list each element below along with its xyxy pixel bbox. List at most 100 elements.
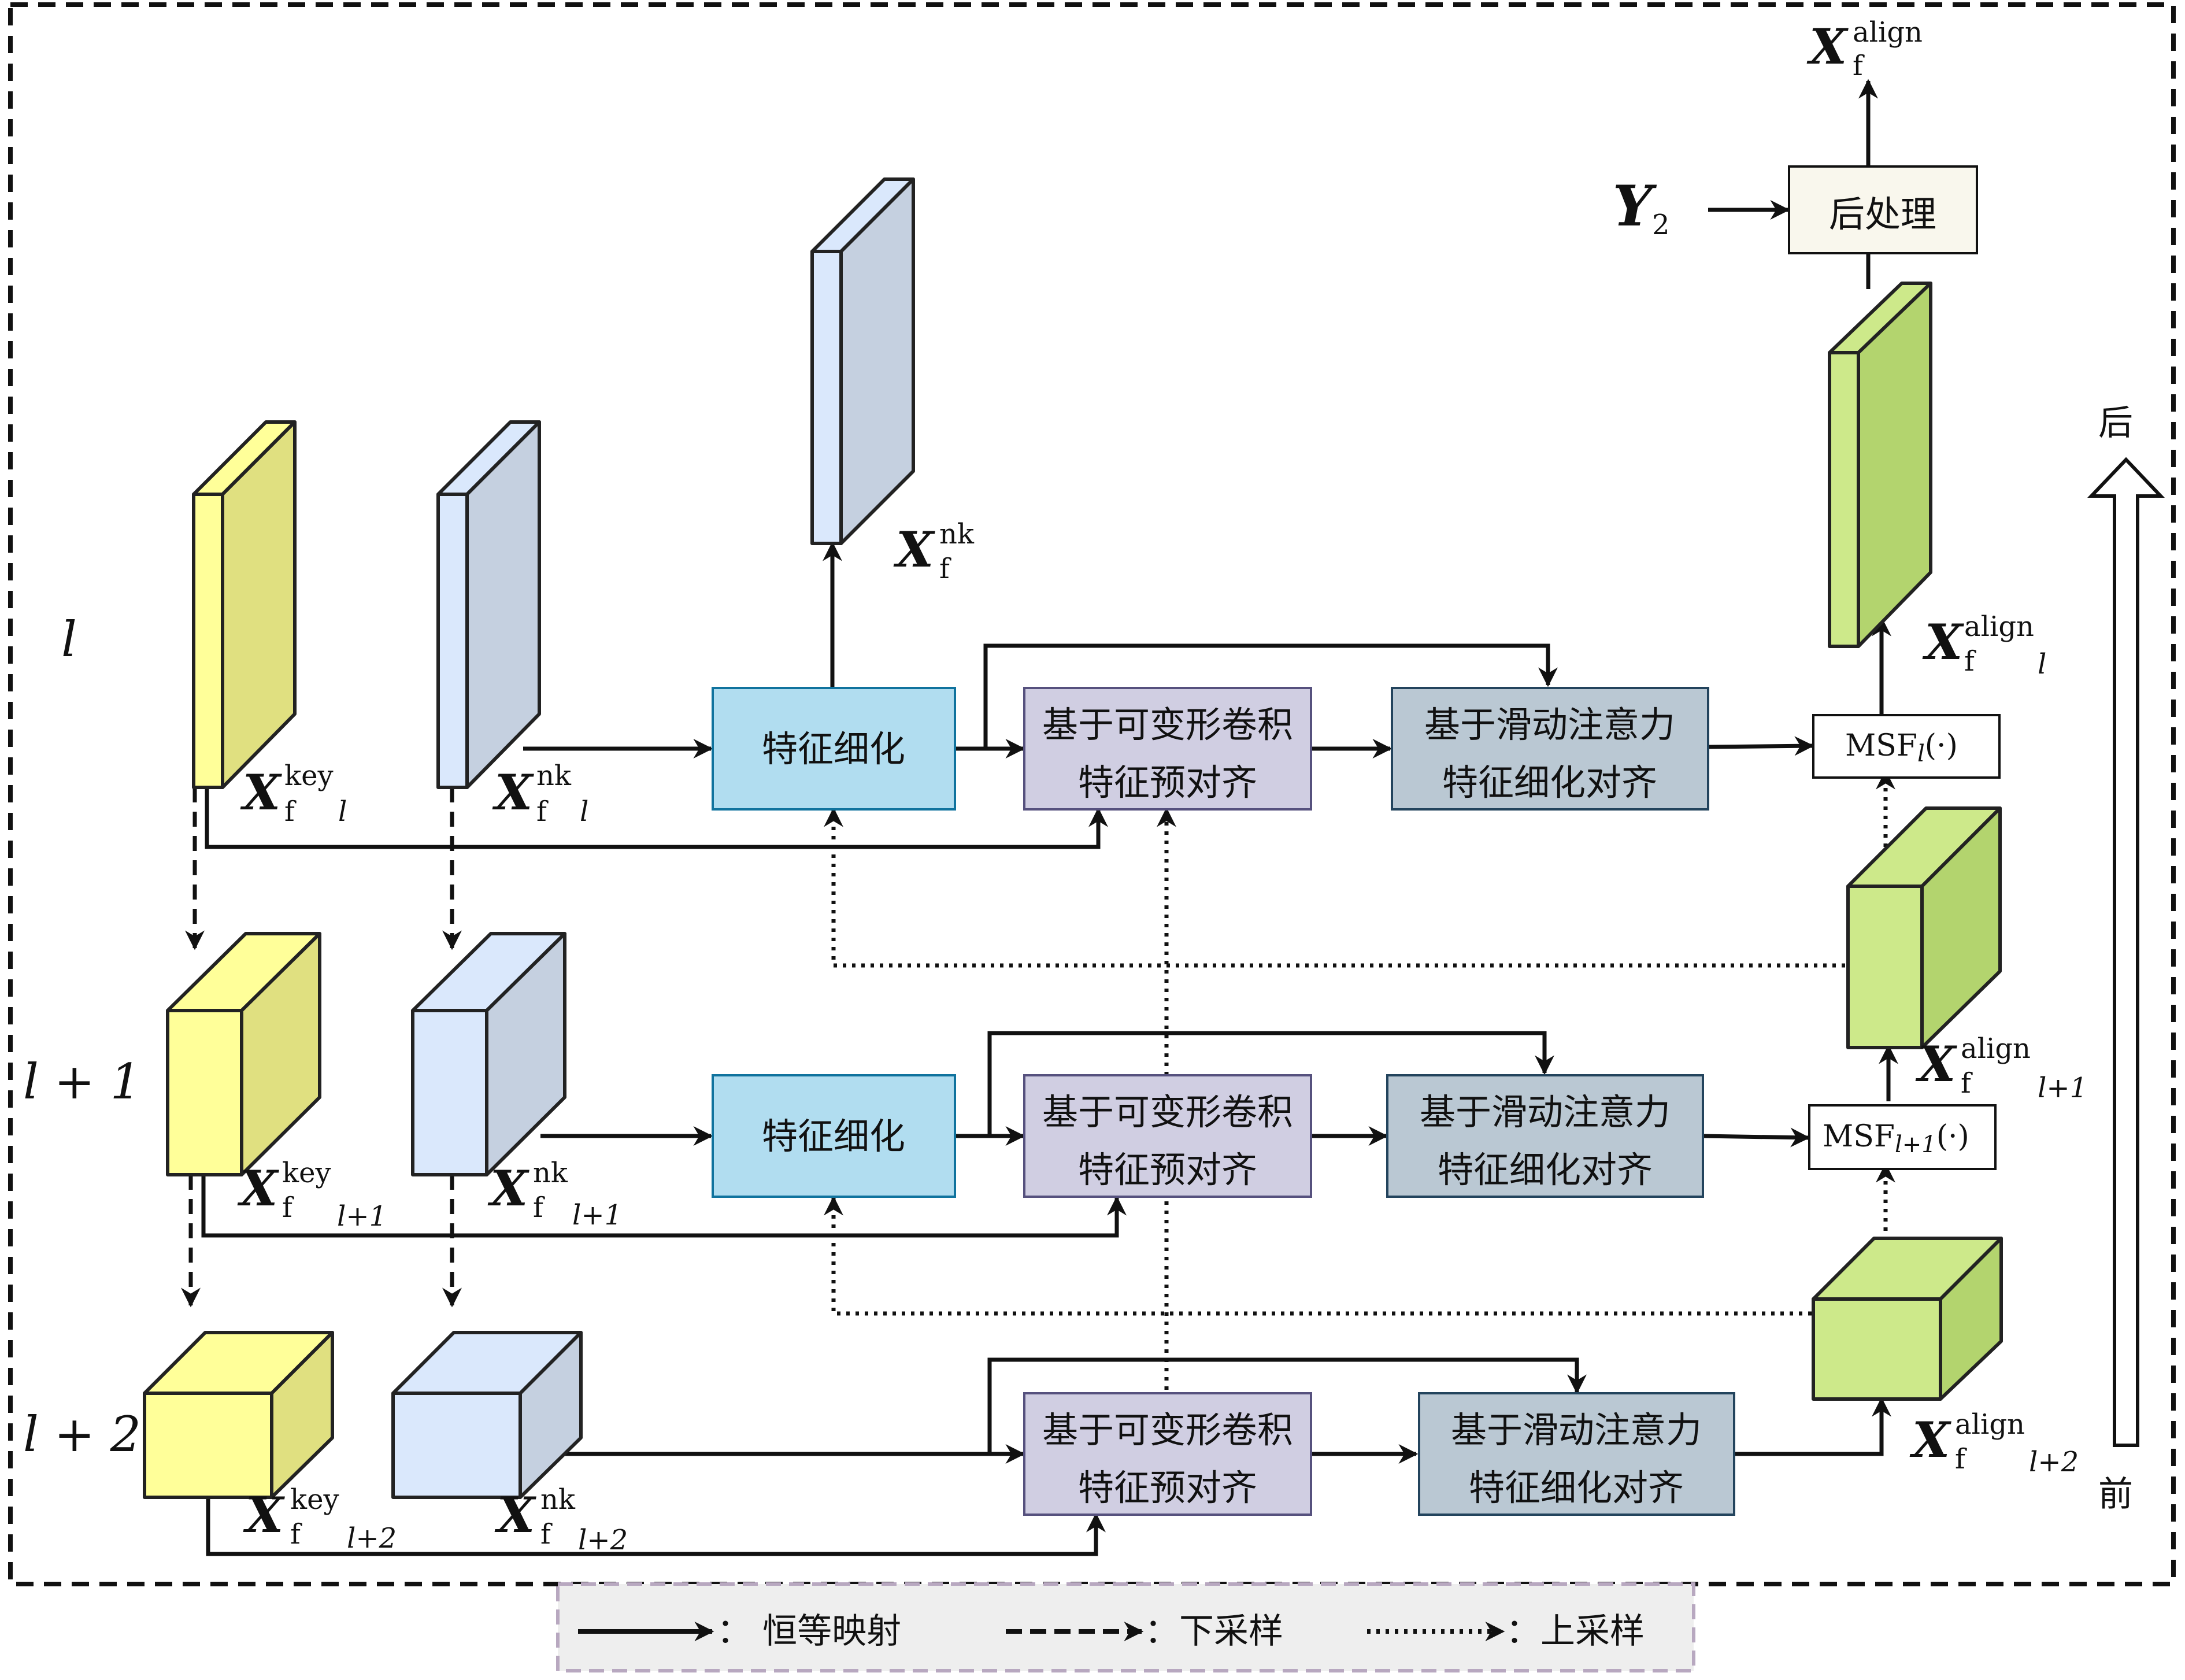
legend-down-label: ：下采样 xyxy=(1145,1611,1283,1652)
svg-text:l+1: l+1 xyxy=(337,1200,387,1233)
slide-box-l2: 基于滑动注意力 特征细化对齐 xyxy=(1418,1392,1735,1516)
svg-text:f: f xyxy=(939,553,951,585)
post-label: 后处理 xyxy=(1829,193,1936,235)
direction-bottom-label: 前 xyxy=(2098,1474,2133,1515)
label-xnk-l1: X nk f l+1 xyxy=(487,1157,622,1231)
slide-box-l1: 基于滑动注意力 特征细化对齐 xyxy=(1386,1074,1704,1198)
svg-text:f: f xyxy=(1853,50,1865,82)
svg-text:l+1: l+1 xyxy=(572,1199,622,1231)
svg-text:X: X xyxy=(1922,613,1964,671)
slide-label-2: 特征细化对齐 xyxy=(1438,1149,1653,1191)
refine-label: 特征细化 xyxy=(762,728,905,770)
svg-text:key: key xyxy=(282,1157,331,1189)
svg-text:2: 2 xyxy=(1652,209,1670,241)
label-xalign-final: X align f xyxy=(1806,16,1923,82)
deform-box-l2: 基于可变形卷积 特征预对齐 xyxy=(1023,1392,1312,1516)
svg-text:nk: nk xyxy=(939,518,975,550)
svg-text:X: X xyxy=(1909,1411,1951,1468)
level-label-l: l xyxy=(61,611,77,668)
slide-label-1: 基于滑动注意力 xyxy=(1424,704,1675,746)
deform-label-2: 特征预对齐 xyxy=(1078,1149,1257,1191)
legend-up-label: ：上采样 xyxy=(1506,1611,1645,1652)
block-key-l1 xyxy=(166,932,321,1176)
msf-box-l1: MSFl+1(·) xyxy=(1808,1104,1997,1170)
svg-text:align: align xyxy=(1955,1408,2025,1441)
svg-text:l+1: l+1 xyxy=(2038,1072,2087,1104)
svg-text:X: X xyxy=(494,1486,536,1544)
level-label-l1: l + 1 xyxy=(23,1053,141,1110)
svg-text:X: X xyxy=(487,1160,529,1217)
msf-box-l: MSFl(·) xyxy=(1812,714,2001,779)
deform-label-2: 特征预对齐 xyxy=(1078,761,1257,804)
label-xnk-l2: X nk f l+2 xyxy=(494,1483,628,1556)
deform-box-l1: 基于可变形卷积 特征预对齐 xyxy=(1023,1074,1312,1198)
block-nk-l2 xyxy=(391,1331,583,1499)
block-nk-refined xyxy=(810,177,915,545)
svg-text:X: X xyxy=(492,764,534,821)
slide-label-2: 特征细化对齐 xyxy=(1442,761,1657,804)
block-align-l2 xyxy=(1812,1237,2003,1401)
svg-text:key: key xyxy=(284,760,334,792)
label-xnk-refined: X nk f xyxy=(893,518,975,585)
svg-text:f: f xyxy=(536,795,549,828)
block-align-l1 xyxy=(1846,806,2002,1049)
svg-text:nk: nk xyxy=(533,1157,568,1189)
svg-text:align: align xyxy=(1961,1033,2031,1065)
svg-text:f: f xyxy=(540,1518,553,1551)
upsample-arrows xyxy=(824,769,1895,1399)
connections xyxy=(201,79,1898,1556)
label-y2: Y 2 xyxy=(1613,173,1670,241)
label-xnk-l: X nk f l xyxy=(492,760,588,828)
level-label-l2: l + 2 xyxy=(23,1406,141,1463)
msf-label-l: MSFl(·) xyxy=(1845,728,1958,767)
svg-text:f: f xyxy=(1955,1443,1967,1475)
slide-label-1: 基于滑动注意力 xyxy=(1420,1091,1671,1133)
svg-text:align: align xyxy=(1964,610,2034,643)
svg-text:f: f xyxy=(284,795,297,828)
svg-text:l+2: l+2 xyxy=(347,1522,397,1555)
svg-text:X: X xyxy=(243,1486,285,1544)
svg-text:l+2: l+2 xyxy=(578,1524,628,1556)
svg-text:l: l xyxy=(2038,648,2046,680)
deform-label-1: 基于可变形卷积 xyxy=(1042,1091,1293,1133)
svg-text:f: f xyxy=(282,1191,294,1224)
svg-text:X: X xyxy=(237,1160,279,1217)
msf-label-l1: MSFl+1(·) xyxy=(1823,1119,1969,1158)
deform-label-1: 基于可变形卷积 xyxy=(1042,1409,1293,1451)
deform-box-l: 基于可变形卷积 特征预对齐 xyxy=(1023,687,1312,811)
label-xalign-l: X align f l xyxy=(1922,610,2046,680)
svg-text:nk: nk xyxy=(536,760,572,792)
svg-text:Y: Y xyxy=(1613,173,1657,239)
block-align-l xyxy=(1828,282,1932,648)
svg-text:X: X xyxy=(240,764,282,821)
svg-text:l+2: l+2 xyxy=(2029,1446,2079,1478)
direction-arrow: 后 前 xyxy=(2087,403,2165,1515)
label-xkey-l1: X key f l+1 xyxy=(237,1157,387,1233)
downsample-arrows xyxy=(181,787,462,1308)
svg-text:f: f xyxy=(1964,645,1976,678)
legend-identity-label: ： 恒等映射 xyxy=(717,1611,901,1652)
slide-box-l: 基于滑动注意力 特征细化对齐 xyxy=(1391,687,1709,811)
block-key-l xyxy=(192,420,297,789)
slide-label-2: 特征细化对齐 xyxy=(1469,1467,1684,1509)
svg-text:nk: nk xyxy=(540,1483,576,1516)
block-nk-l1 xyxy=(411,932,566,1176)
svg-text:l: l xyxy=(580,795,588,828)
label-xkey-l: X key f l xyxy=(240,760,347,828)
deform-label-2: 特征预对齐 xyxy=(1078,1467,1257,1509)
refine-label: 特征细化 xyxy=(762,1115,905,1157)
block-key-l2 xyxy=(143,1331,334,1499)
svg-text:key: key xyxy=(290,1483,339,1516)
direction-top-label: 后 xyxy=(2098,403,2133,443)
svg-text:X: X xyxy=(893,521,935,578)
svg-text:X: X xyxy=(1915,1035,1957,1093)
svg-text:f: f xyxy=(1961,1067,1973,1100)
label-xalign-l2: X align f l+2 xyxy=(1909,1408,2079,1478)
refine-box-l1: 特征细化 xyxy=(712,1074,956,1198)
svg-text:l: l xyxy=(338,795,347,828)
svg-text:f: f xyxy=(290,1518,302,1551)
svg-text:X: X xyxy=(1806,18,1849,75)
refine-box-l: 特征细化 xyxy=(712,687,956,811)
svg-text:f: f xyxy=(533,1191,545,1224)
